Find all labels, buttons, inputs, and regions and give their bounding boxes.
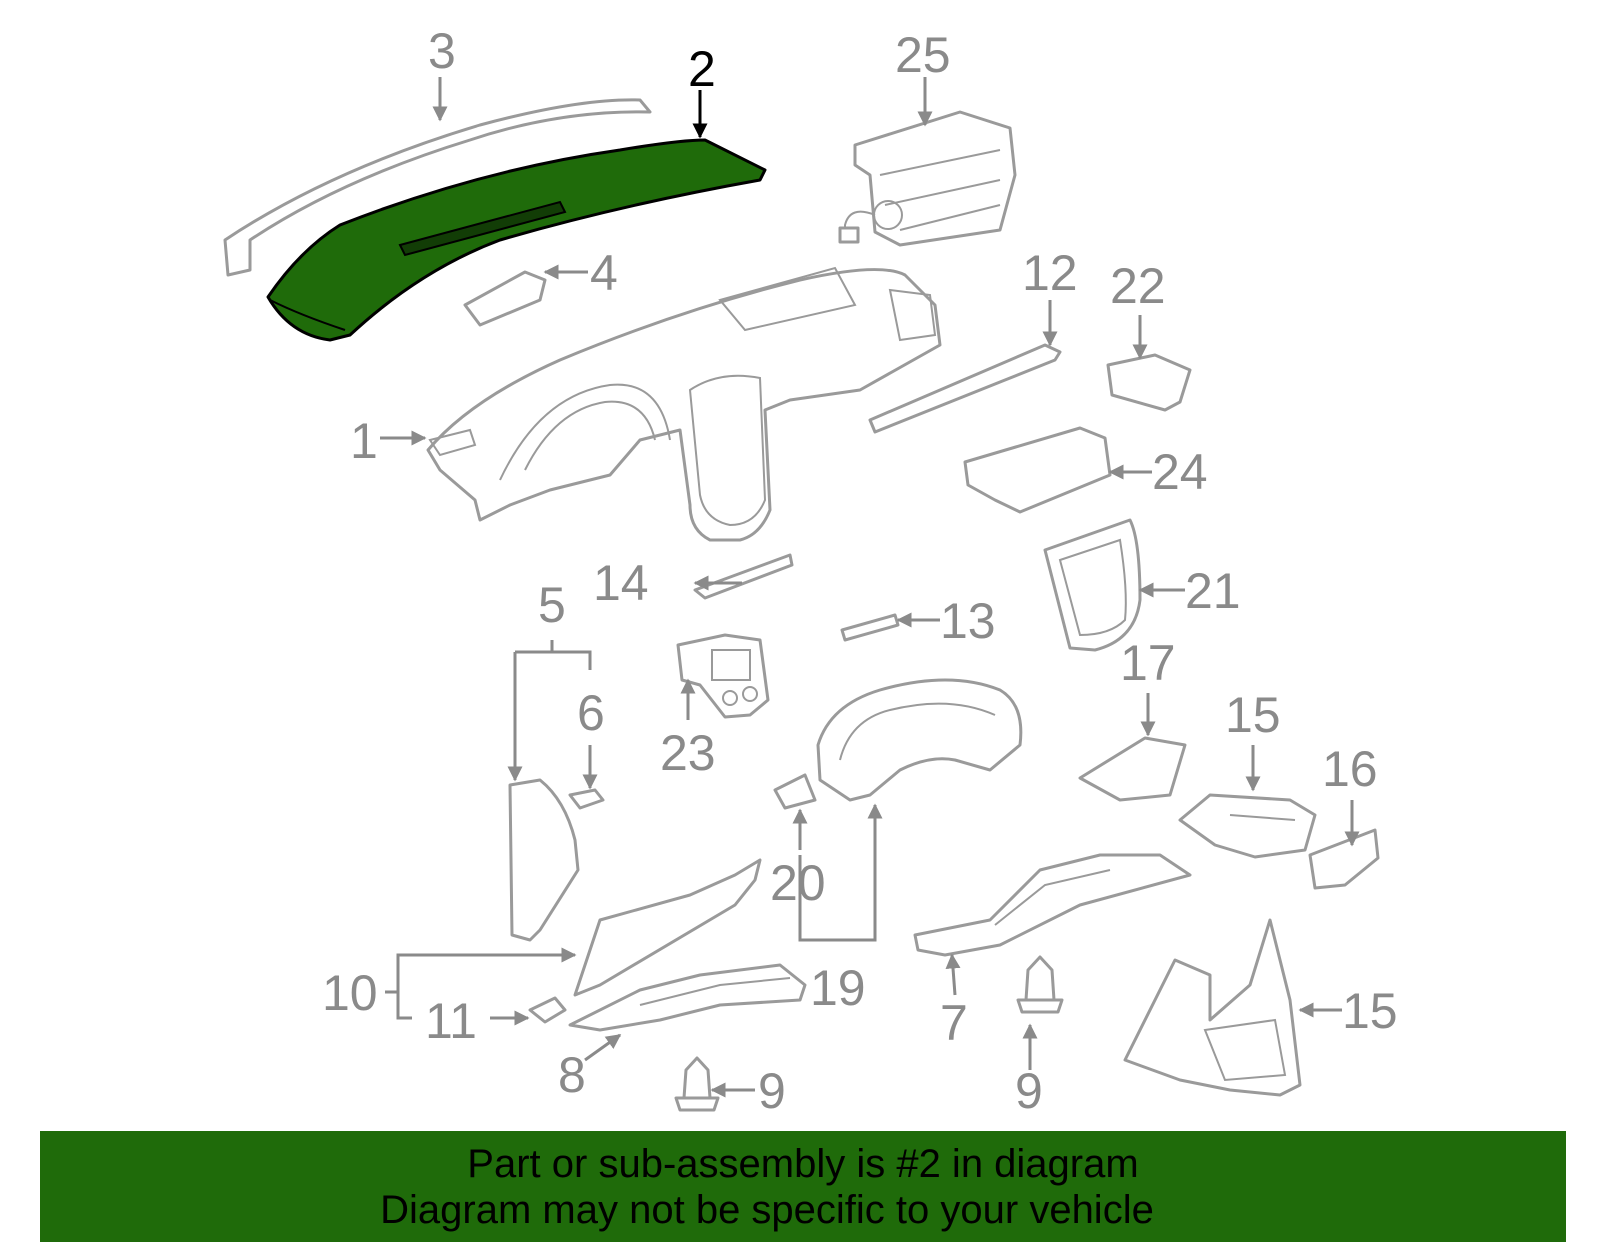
part-19-cluster-bezel[interactable]	[816, 678, 1023, 802]
callout-14: 14	[593, 555, 649, 611]
callout-11: 11	[425, 993, 477, 1049]
callout-20: 20	[770, 855, 826, 911]
part-11-clip[interactable]	[528, 996, 567, 1024]
callout-16: 15	[1225, 687, 1281, 743]
part-18-bracket[interactable]	[1078, 736, 1187, 802]
part-22-vent[interactable]	[1106, 353, 1192, 412]
callout-15: 15	[1342, 983, 1398, 1039]
banner-line-2: Diagram may not be specific to your vehi…	[380, 1188, 1154, 1232]
callout-4: 4	[590, 245, 618, 301]
part-7-brace[interactable]	[913, 853, 1192, 957]
part-13-strip[interactable]	[840, 613, 900, 642]
part-16-module[interactable]	[1178, 793, 1317, 859]
part-12-trim-strip[interactable]	[868, 343, 1062, 434]
callout-6: 6	[577, 685, 605, 741]
callout-5: 5	[538, 577, 566, 633]
part-1-instrument-panel[interactable]	[426, 266, 942, 542]
callout-17: 16	[1322, 741, 1378, 797]
callout-19: 19	[810, 960, 866, 1016]
callout-8: 8	[558, 1047, 586, 1103]
callout-9-bottom: 9	[758, 1063, 786, 1119]
callout-1: 1	[350, 413, 378, 469]
part-4-vent[interactable]	[463, 270, 547, 327]
callout-22: 22	[1110, 258, 1166, 314]
callout-25: 25	[895, 27, 951, 83]
part-21-bezel[interactable]	[1043, 518, 1142, 652]
callout-9-right: 9	[1015, 1063, 1043, 1119]
callout-10: 10	[322, 965, 378, 1021]
part-8-lower-panel[interactable]	[568, 963, 807, 1032]
callout-7: 7	[940, 995, 968, 1051]
part-2-dash-pad[interactable]	[266, 138, 767, 342]
callout-2: 2	[688, 41, 716, 97]
callout-12: 12	[1022, 245, 1078, 301]
callout-labels: 3 2 25 4 1 12 22 24 21 14 13 5 6 23 17 1…	[322, 23, 1398, 1119]
part-20-bracket[interactable]	[773, 773, 817, 810]
part-17-cover[interactable]	[1308, 828, 1380, 890]
part-3-trim-strip[interactable]	[223, 98, 652, 277]
callout-21: 21	[1185, 563, 1241, 619]
part-6-clip[interactable]	[568, 788, 605, 810]
part-10-knee-bolster[interactable]	[573, 858, 762, 997]
part-23-vent-housing[interactable]	[676, 633, 770, 719]
part-14-strip[interactable]	[693, 553, 794, 600]
banner-line-1: Part or sub-assembly is #2 in diagram	[467, 1142, 1139, 1186]
part-9-fastener-right[interactable]	[1016, 955, 1064, 1014]
part-5-side-panel[interactable]	[508, 778, 580, 942]
callout-3: 3	[428, 23, 456, 79]
part-25-control-module[interactable]	[838, 110, 1017, 247]
callout-13: 13	[940, 593, 996, 649]
info-banner: Part or sub-assembly is #2 in diagram Di…	[40, 1131, 1566, 1242]
part-9-fastener-bottom[interactable]	[674, 1056, 720, 1112]
callout-23: 23	[660, 725, 716, 781]
part-15-console-side[interactable]	[1123, 918, 1302, 1097]
part-24-bin[interactable]	[963, 426, 1112, 514]
callout-24: 24	[1152, 444, 1208, 500]
callout-18: 17	[1120, 635, 1176, 691]
leader-lines	[380, 77, 1360, 1098]
